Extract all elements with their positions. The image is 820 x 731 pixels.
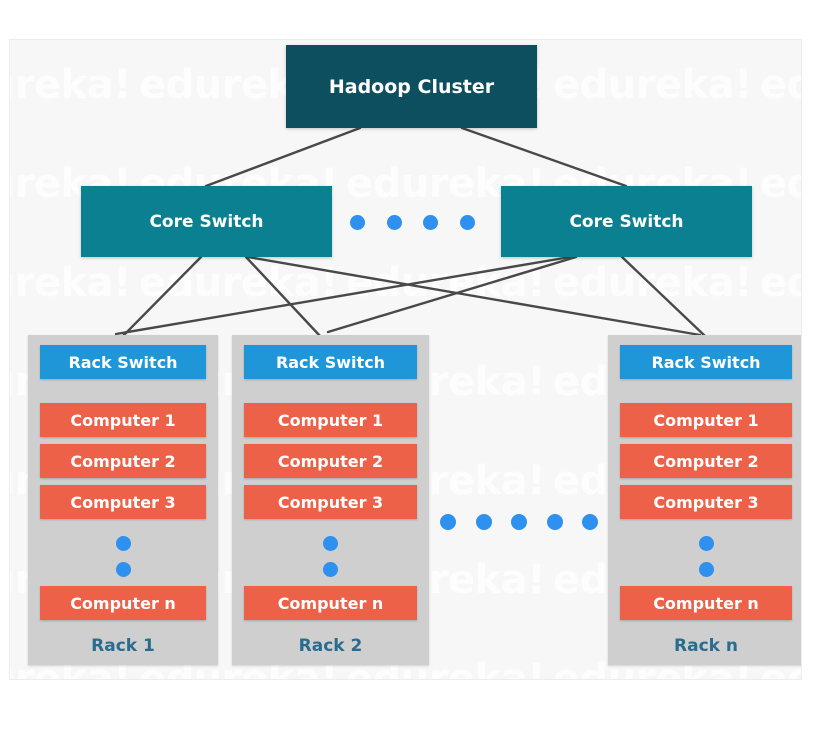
ellipsis-dot [459, 214, 475, 230]
rack-2-computer-3-label: Computer 3 [277, 492, 384, 512]
ellipsis-dot [582, 514, 598, 530]
rack-n[interactable]: Rack Switch Computer 1 Computer 2 Comput… [608, 335, 801, 665]
watermark-text: edureka! [553, 62, 752, 108]
ellipsis-dot [546, 514, 563, 530]
rack-n-computer-n[interactable]: Computer n [620, 586, 792, 620]
rack-2-computer-1-label: Computer 1 [277, 410, 384, 430]
rack-n-spacer [620, 379, 792, 403]
ellipsis-dot [386, 214, 402, 230]
watermark-text: edureka! [346, 260, 545, 306]
rack-1-computer-n-label: Computer n [70, 593, 176, 613]
watermark-text: edureka! [553, 260, 752, 306]
rack-1-computer-1-label: Computer 1 [70, 410, 176, 430]
rack-2-computer-3[interactable]: Computer 3 [244, 485, 417, 519]
link-cluster-to-core-left [204, 126, 362, 188]
rack-n-switch[interactable]: Rack Switch [620, 345, 792, 379]
rack-1-ellipsis [40, 526, 206, 586]
diagram-canvas: edureka!edureka!edureka!edureka!edureka!… [9, 39, 802, 680]
link-core-left-to-rack-2 [244, 255, 322, 338]
rack-2[interactable]: Rack Switch Computer 1 Computer 2 Comput… [232, 335, 429, 665]
ellipsis-dot [440, 514, 456, 530]
rack-2-switch-label: Rack Switch [275, 352, 386, 372]
rack-2-label: Rack 2 [298, 636, 363, 656]
rack-n-computer-3[interactable]: Computer 3 [620, 485, 792, 519]
rack-1[interactable]: Rack Switch Computer 1 Computer 2 Comput… [28, 335, 218, 665]
rack-2-ellipsis [244, 526, 417, 586]
watermark-text: edureka! [10, 62, 131, 108]
rack-2-computer-n-label: Computer n [277, 593, 384, 613]
rack-2-computer-1[interactable]: Computer 1 [244, 403, 417, 437]
watermark-text: edureka! [760, 161, 801, 207]
rack-2-spacer [244, 379, 417, 403]
watermark-text: edureka! [760, 62, 801, 108]
core-switch-right-label: Core Switch [569, 211, 684, 232]
link-cluster-to-core-right [460, 126, 628, 188]
ellipsis-dot [350, 214, 365, 230]
link-core-left-to-rack-1 [121, 255, 203, 338]
rack-2-switch[interactable]: Rack Switch [244, 345, 417, 379]
rack-n-ellipsis [620, 526, 792, 586]
core-switch-right-node[interactable]: Core Switch [501, 186, 752, 257]
rack-n-switch-label: Rack Switch [651, 352, 761, 372]
rack-n-computer-3-label: Computer 3 [653, 492, 759, 512]
rack-n-computer-2-label: Computer 2 [653, 451, 759, 471]
hadoop-cluster-node[interactable]: Hadoop Cluster [286, 45, 537, 128]
rack-n-computer-1-label: Computer 1 [653, 410, 759, 430]
rack-1-label: Rack 1 [91, 636, 155, 656]
ellipsis-dot [323, 535, 338, 551]
rack-1-computer-2-label: Computer 2 [70, 451, 176, 471]
rack-1-switch[interactable]: Rack Switch [40, 345, 206, 379]
watermark-text: edureka! [760, 260, 801, 306]
rack-1-computer-1[interactable]: Computer 1 [40, 403, 206, 437]
rack-1-computer-2[interactable]: Computer 2 [40, 444, 206, 478]
ellipsis-dot [323, 561, 338, 577]
hadoop-cluster-label: Hadoop Cluster [328, 75, 495, 98]
rack-1-computer-3-label: Computer 3 [70, 492, 176, 512]
ellipsis-dot [115, 561, 131, 577]
link-core-right-to-rack-2 [326, 255, 578, 334]
rack-n-computer-2[interactable]: Computer 2 [620, 444, 792, 478]
ellipsis-dot [423, 214, 439, 230]
ellipsis-dot [115, 535, 131, 551]
watermark-text: edureka! [139, 260, 338, 306]
rack-n-computer-1[interactable]: Computer 1 [620, 403, 792, 437]
link-core-right-to-rack-n [620, 255, 707, 338]
rack-2-computer-n[interactable]: Computer n [244, 586, 417, 620]
link-core-left-to-rack-n [246, 255, 702, 337]
ellipsis-dot [511, 514, 527, 530]
core-switch-ellipsis [350, 210, 475, 234]
rack-1-spacer [40, 379, 206, 403]
rack-2-computer-2[interactable]: Computer 2 [244, 444, 417, 478]
ellipsis-dot [698, 561, 714, 577]
rack-n-computer-n-label: Computer n [653, 593, 759, 613]
ellipsis-dot [698, 535, 714, 551]
link-core-right-to-rack-1 [114, 255, 572, 336]
watermark-text: edureka! [10, 260, 131, 306]
rack-2-computer-2-label: Computer 2 [277, 451, 384, 471]
inter-rack-ellipsis [440, 512, 598, 532]
rack-1-computer-3[interactable]: Computer 3 [40, 485, 206, 519]
rack-1-switch-label: Rack Switch [68, 352, 178, 372]
rack-n-label: Rack n [674, 636, 738, 656]
ellipsis-dot [475, 514, 492, 530]
core-switch-left-label: Core Switch [149, 211, 264, 232]
core-switch-left-node[interactable]: Core Switch [81, 186, 332, 257]
rack-1-computer-n[interactable]: Computer n [40, 586, 206, 620]
